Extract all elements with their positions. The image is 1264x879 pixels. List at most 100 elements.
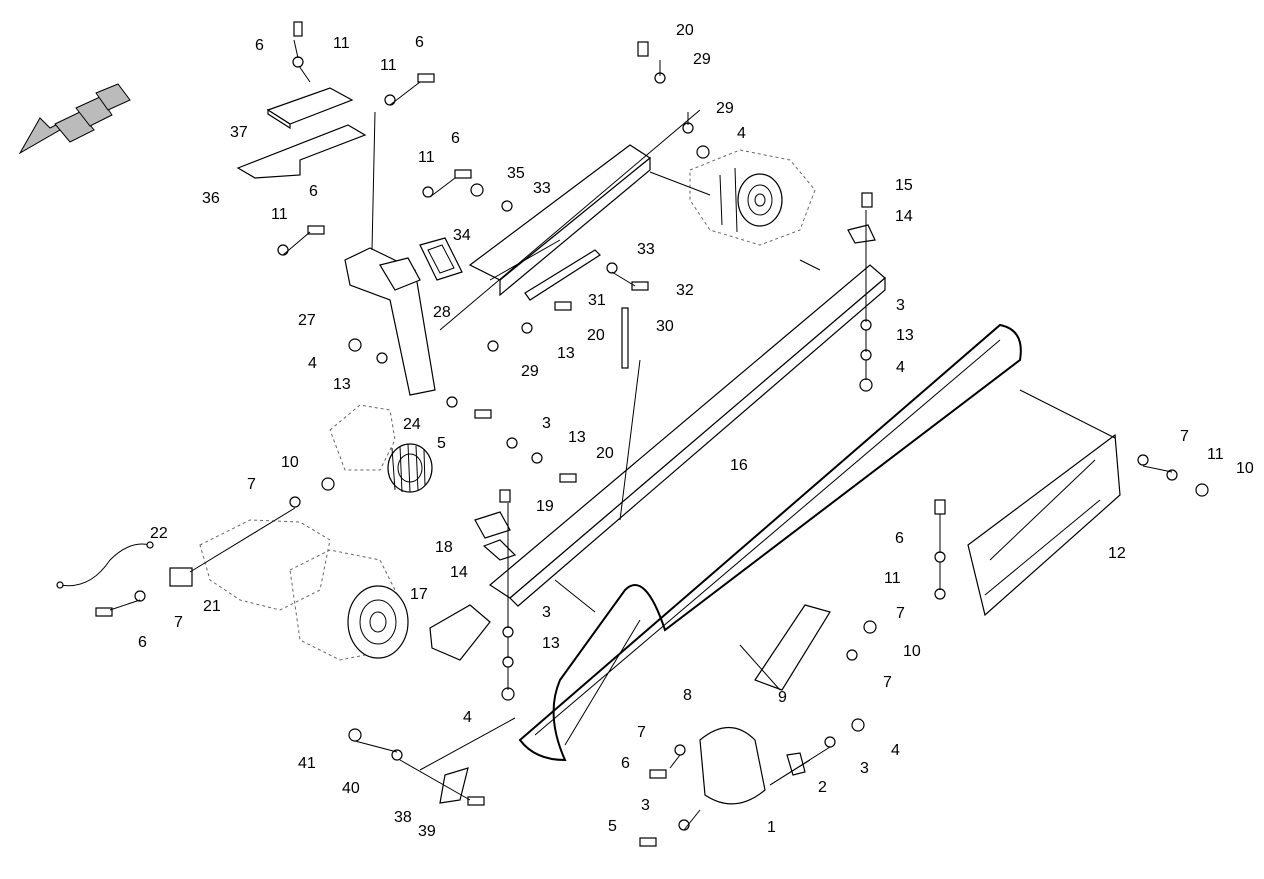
callout-9: 9 (778, 689, 787, 706)
clip-2 (786, 752, 806, 776)
callout-39: 39 (418, 823, 436, 840)
leader-lines (109, 39, 1173, 831)
bracket-18 (474, 511, 511, 539)
guide-31 (524, 249, 601, 301)
direction-arrow-icon (18, 83, 131, 155)
callout-6: 6 (621, 755, 630, 772)
callout-13: 13 (896, 327, 914, 344)
callout-14: 14 (895, 208, 913, 225)
callout-17: 17 (410, 586, 428, 603)
callout-3: 3 (860, 760, 869, 777)
plate-38 (439, 767, 469, 804)
callout-38: 38 (394, 809, 412, 826)
callout-16: 16 (730, 457, 748, 474)
callout-7: 7 (247, 476, 256, 493)
callout-34: 34 (453, 227, 471, 244)
callout-7: 7 (637, 724, 646, 741)
callout-40: 40 (342, 780, 360, 797)
cover-12 (967, 433, 1121, 617)
callout-33: 33 (637, 241, 655, 258)
callout-15: 15 (895, 177, 913, 194)
callout-11: 11 (418, 149, 435, 166)
callout-20: 20 (587, 327, 605, 344)
callout-1: 1 (767, 819, 776, 836)
callout-4: 4 (737, 125, 746, 142)
callout-33: 33 (533, 180, 551, 197)
gasket-28 (419, 237, 463, 281)
callout-4: 4 (308, 355, 317, 372)
callout-18: 18 (435, 539, 453, 556)
tube-34 (468, 144, 652, 297)
callout-2: 2 (818, 779, 827, 796)
belt-8 (518, 323, 1022, 762)
callout-3: 3 (542, 604, 551, 621)
callout-24: 24 (403, 416, 421, 433)
callout-27: 27 (298, 312, 316, 329)
callout-3: 3 (542, 415, 551, 432)
callout-7: 7 (896, 605, 905, 622)
callout-labels: 1 2 3 3 3 3 3 4 4 4 4 4 5 5 6 6 6 6 6 6 … (138, 22, 1254, 840)
callout-32: 32 (676, 282, 694, 299)
callout-11: 11 (884, 570, 901, 587)
callout-4: 4 (891, 742, 900, 759)
cable-22 (56, 541, 154, 589)
rod-30 (621, 307, 629, 369)
callout-21: 21 (203, 598, 221, 615)
callout-13: 13 (568, 429, 586, 446)
callout-6: 6 (138, 634, 147, 651)
bracket-36 (236, 124, 367, 179)
callout-5: 5 (608, 818, 617, 835)
callout-31: 31 (588, 292, 606, 309)
callout-29: 29 (521, 363, 539, 380)
cover-plate-37 (266, 87, 354, 130)
callout-11: 11 (1207, 446, 1224, 463)
ghost-housing-lower-left (199, 519, 409, 661)
callout-11: 11 (333, 35, 350, 52)
callout-6: 6 (309, 183, 318, 200)
pulley-cover-1 (699, 727, 766, 805)
callout-29: 29 (716, 100, 734, 117)
callout-6: 6 (415, 34, 424, 51)
callout-10: 10 (903, 643, 921, 660)
clip-14-lower (482, 539, 517, 561)
callout-7: 7 (174, 614, 183, 631)
hardware-fasteners (95, 21, 1209, 847)
cover-9 (754, 604, 831, 691)
callout-13: 13 (542, 635, 560, 652)
callout-6: 6 (255, 37, 264, 54)
support-bracket-27 (344, 247, 436, 396)
callout-35: 35 (507, 165, 525, 182)
callout-22: 22 (150, 525, 168, 542)
ghost-housing-upper-left (329, 404, 433, 493)
callout-11: 11 (271, 206, 288, 223)
callout-29: 29 (693, 51, 711, 68)
callout-36: 36 (202, 190, 220, 207)
callout-13: 13 (557, 345, 575, 362)
drive-pulley-assembly (689, 149, 816, 246)
connector-21 (169, 567, 193, 587)
callout-41: 41 (298, 755, 316, 772)
callout-20: 20 (596, 445, 614, 462)
rail-16 (488, 264, 886, 607)
callout-13: 13 (333, 376, 351, 393)
plate-17 (429, 604, 491, 661)
callout-7: 7 (883, 674, 892, 691)
callout-4: 4 (896, 359, 905, 376)
callout-12: 12 (1108, 545, 1126, 562)
callout-11: 11 (380, 57, 397, 74)
clip-14-upper (847, 224, 876, 244)
callout-5: 5 (437, 435, 446, 452)
callout-3: 3 (641, 797, 650, 814)
callout-6: 6 (895, 530, 904, 547)
callout-10: 10 (1236, 460, 1254, 477)
callout-8: 8 (683, 687, 692, 704)
callout-4: 4 (463, 709, 472, 726)
callout-28: 28 (433, 304, 451, 321)
callout-19: 19 (536, 498, 554, 515)
callout-30: 30 (656, 318, 674, 335)
callout-20: 20 (676, 22, 694, 39)
callout-14: 14 (450, 564, 468, 581)
callout-37: 37 (230, 124, 248, 141)
callout-10: 10 (281, 454, 299, 471)
